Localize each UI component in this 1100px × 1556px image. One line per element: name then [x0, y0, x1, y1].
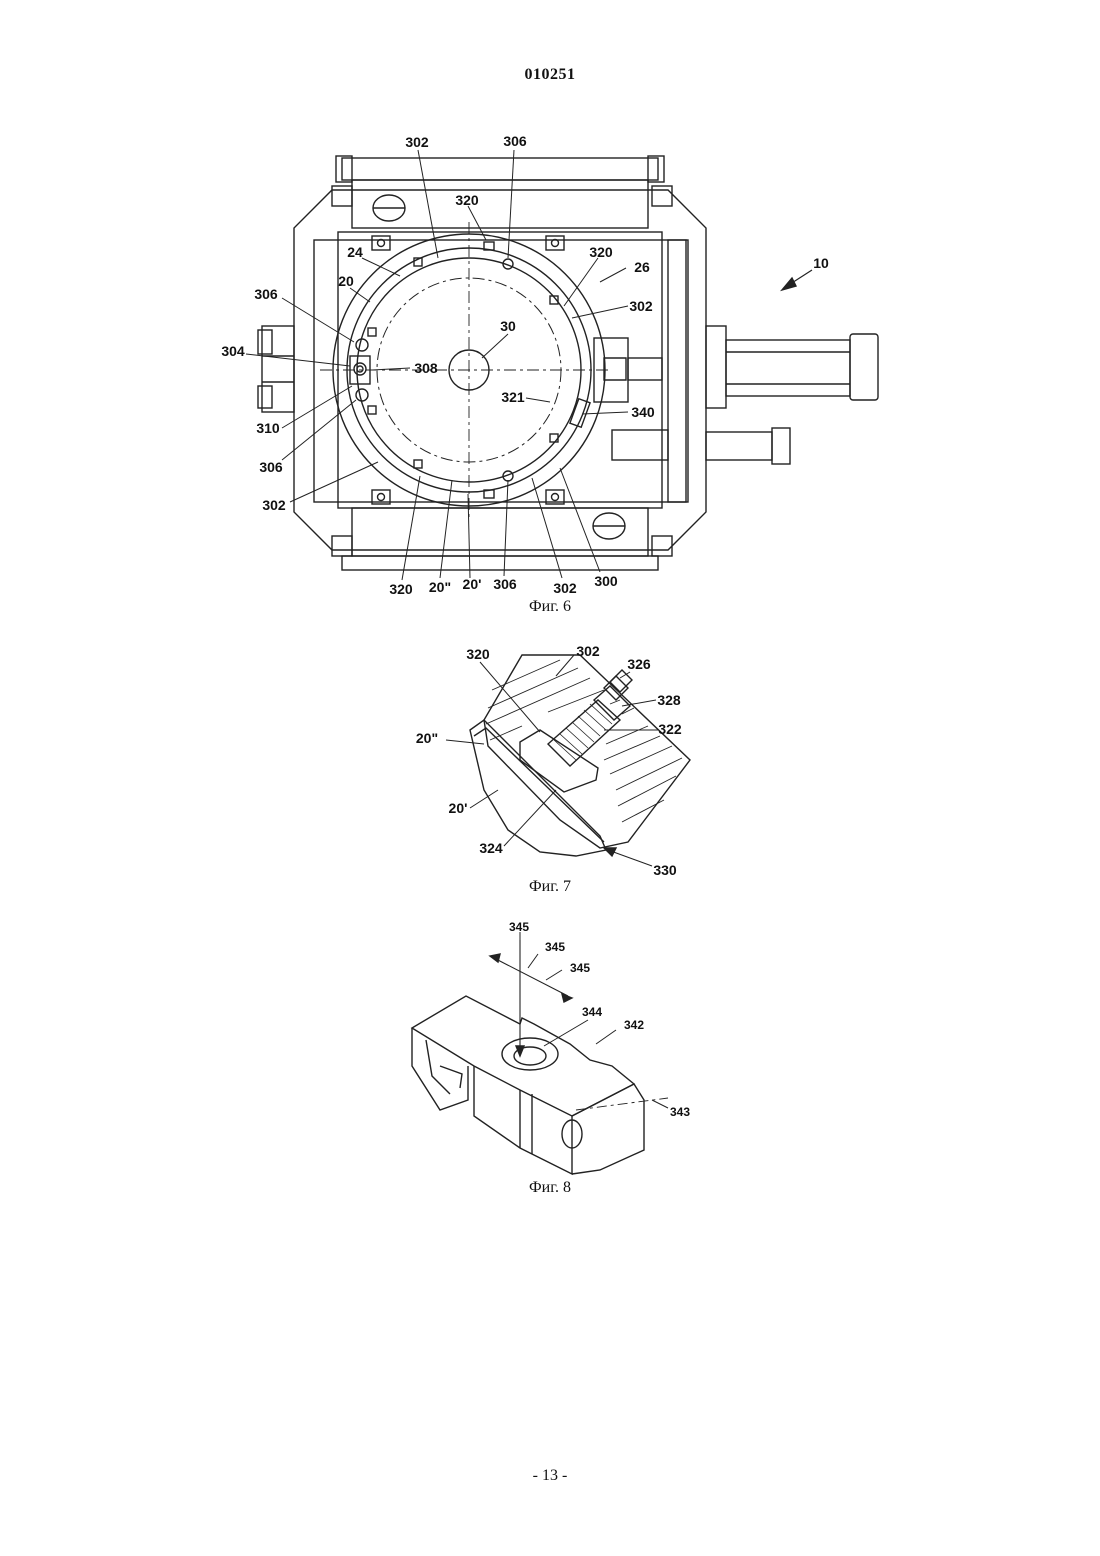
- fig8-label-345-b: 345: [545, 940, 565, 954]
- fig8-label-344: 344: [582, 1005, 602, 1019]
- figure-7-caption: Фиг. 7: [0, 878, 1100, 896]
- fig6-label-302-right: 302: [629, 298, 653, 314]
- fig6-label-10: 10: [813, 255, 829, 271]
- fig6-label-340: 340: [631, 404, 655, 420]
- fig6-label-304: 304: [221, 343, 245, 359]
- fig7-label-320: 320: [466, 646, 490, 662]
- fig6-label-306-bottom: 306: [493, 576, 517, 592]
- fig6-label-320-top: 320: [455, 192, 479, 208]
- fig7-label-328: 328: [657, 692, 681, 708]
- fig6-label-321: 321: [501, 389, 525, 405]
- figure-7-drawing: [446, 655, 690, 866]
- figure-6-drawing: [246, 150, 878, 580]
- figure-6-caption: Фиг. 6: [0, 598, 1100, 616]
- fig6-label-320-bottom: 320: [389, 581, 413, 597]
- fig8-label-345-a: 345: [509, 920, 529, 934]
- fig7-label-330: 330: [653, 862, 677, 878]
- fig6-label-20-double-prime: 20": [429, 579, 451, 595]
- fig6-label-26: 26: [634, 259, 650, 275]
- fig6-label-310: 310: [256, 420, 280, 436]
- fig6-label-302-bottom: 302: [553, 580, 577, 596]
- fig8-label-342: 342: [624, 1018, 644, 1032]
- fig6-label-24: 24: [347, 244, 363, 260]
- fig6-label-302-top: 302: [405, 134, 429, 150]
- fig8-label-345-c: 345: [570, 961, 590, 975]
- fig6-label-20: 20: [338, 273, 354, 289]
- fig7-label-302: 302: [576, 643, 600, 659]
- fig6-label-30: 30: [500, 318, 516, 334]
- fig8-label-343: 343: [670, 1105, 690, 1119]
- fig7-label-20-double-prime: 20": [416, 730, 438, 746]
- fig6-label-320-right: 320: [589, 244, 613, 260]
- figure-8-caption: Фиг. 8: [0, 1179, 1100, 1197]
- fig7-label-324: 324: [479, 840, 503, 856]
- figure-8-drawing: [412, 932, 668, 1174]
- fig6-label-302-lower-left: 302: [262, 497, 286, 513]
- fig6-label-308: 308: [414, 360, 438, 376]
- fig6-label-306-left: 306: [254, 286, 278, 302]
- fig6-label-300: 300: [594, 573, 618, 589]
- fig7-label-322: 322: [658, 721, 682, 737]
- fig6-label-20-prime: 20': [463, 576, 482, 592]
- fig7-label-326: 326: [627, 656, 651, 672]
- fig7-label-20-prime: 20': [449, 800, 468, 816]
- page-number: - 13 -: [0, 1467, 1100, 1485]
- fig6-label-306-top: 306: [503, 133, 527, 149]
- fig6-label-306-lower-left: 306: [259, 459, 283, 475]
